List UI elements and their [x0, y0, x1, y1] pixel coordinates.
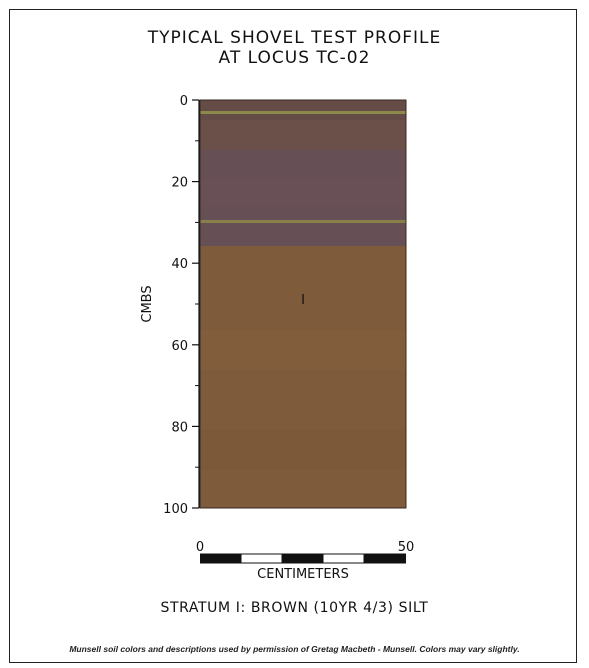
stratum-label: I — [301, 293, 305, 308]
scale-bar-unit-label: CENTIMETERS — [257, 567, 349, 582]
tick-label-40: 40 — [171, 257, 188, 272]
soil-texture-1 — [200, 100, 406, 120]
scale-bar-segment-1 — [200, 554, 241, 563]
soil-band-2 — [200, 220, 406, 223]
tick-label-60: 60 — [171, 339, 188, 354]
soil-column-lower — [200, 246, 406, 508]
munsell-credit-note: Munsell soil colors and descriptions use… — [69, 644, 520, 654]
soil-texture-4 — [200, 430, 406, 470]
depth-axis-title: CMBS — [140, 285, 155, 322]
stratum-description: STRATUM I: BROWN (10YR 4/3) SILT — [160, 600, 429, 616]
soil-column-upper-mid — [200, 150, 406, 246]
tick-label-0: 0 — [180, 94, 188, 109]
scale-bar-segment-3 — [282, 554, 323, 563]
tick-label-80: 80 — [171, 420, 188, 435]
soil-column-upper — [200, 100, 406, 150]
scale-bar-end-label: 50 — [398, 540, 415, 555]
scale-bar-segment-2 — [240, 553, 283, 564]
figure-title-line-2: AT LOCUS TC-02 — [218, 48, 371, 68]
soil-band-1 — [200, 111, 406, 114]
tick-label-100: 100 — [163, 502, 188, 517]
soil-column-outline — [199, 99, 407, 509]
figure-title-line-1: TYPICAL SHOVEL TEST PROFILE — [147, 28, 442, 48]
soil-texture-3 — [200, 330, 406, 370]
scale-bar-segment-4 — [322, 553, 365, 564]
soil-texture-2 — [200, 180, 406, 205]
tick-label-20: 20 — [171, 176, 188, 191]
scale-bar-segment-5 — [364, 554, 406, 563]
scale-bar-start-label: 0 — [196, 540, 204, 555]
